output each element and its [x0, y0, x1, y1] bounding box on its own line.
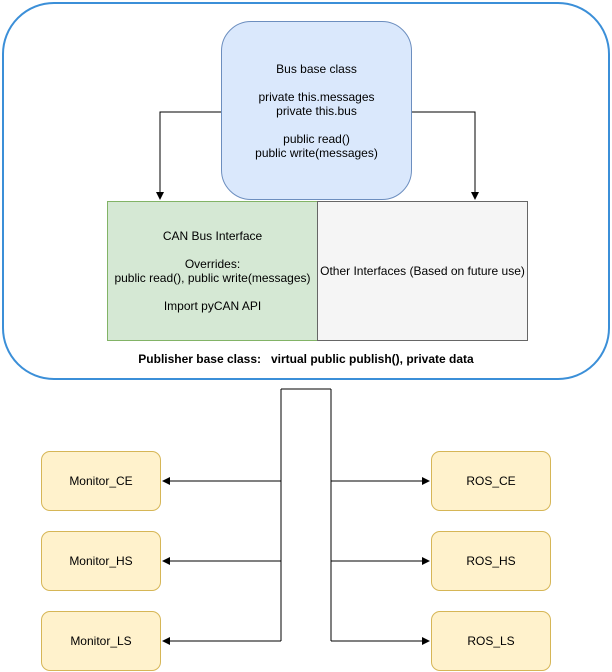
other-interfaces-label: Other Interfaces (Based on future use) [320, 264, 525, 278]
can-interface-overrides-label: Overrides: [184, 257, 241, 271]
monitor-ce-node: Monitor_CE [41, 451, 161, 511]
ros-ce-label: ROS_CE [466, 474, 516, 488]
ros-hs-label: ROS_HS [466, 554, 516, 568]
arrow-bus-to-other [412, 111, 479, 200]
monitor-ls-label: Monitor_LS [70, 634, 132, 648]
can-interface-overrides-methods: public read(), public write(messages) [114, 271, 311, 285]
ros-hs-node: ROS_HS [431, 531, 551, 591]
bus-base-class-box: Bus base class private this.messages pri… [221, 21, 412, 200]
monitor-ls-node: Monitor_LS [41, 611, 161, 671]
ros-ce-node: ROS_CE [431, 451, 551, 511]
can-bus-interface-box: CAN Bus Interface Overrides: public read… [107, 201, 318, 341]
monitor-ce-label: Monitor_CE [69, 474, 133, 488]
bus-class-title: Bus base class [276, 61, 357, 76]
publisher-base-class-label: Publisher base class: virtual public pub… [138, 352, 474, 366]
monitor-hs-label: Monitor_HS [69, 554, 133, 568]
bus-class-read-method: public read() [283, 131, 350, 146]
bus-class-messages-field: private this.messages [258, 89, 375, 104]
can-interface-title: CAN Bus Interface [162, 229, 263, 243]
ros-ls-label: ROS_LS [467, 634, 515, 648]
can-interface-import: Import pyCAN API [163, 299, 262, 313]
bus-class-write-method: public write(messages) [255, 145, 378, 160]
arrow-bus-to-can [156, 111, 221, 200]
monitor-hs-node: Monitor_HS [41, 531, 161, 591]
bus-class-bus-field: private this.bus [276, 103, 357, 118]
ros-ls-node: ROS_LS [431, 611, 551, 671]
other-interfaces-box: Other Interfaces (Based on future use) [317, 201, 528, 341]
